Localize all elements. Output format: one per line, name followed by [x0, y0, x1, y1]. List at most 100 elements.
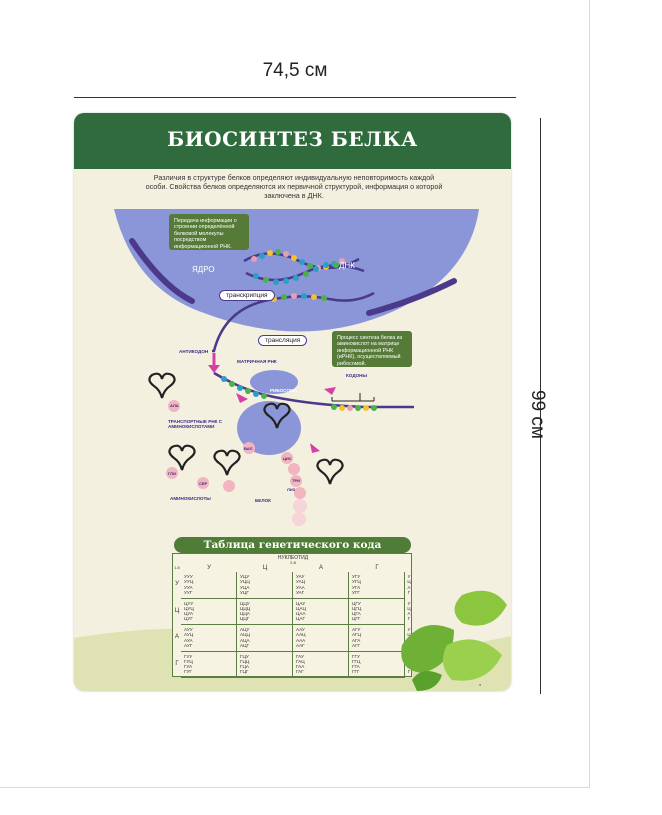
- table-cell: [293, 651, 349, 678]
- table-third-base: У: [407, 600, 411, 606]
- dna-label: ДНК: [339, 261, 355, 270]
- table-row-base: Ц: [174, 607, 180, 614]
- codon-list: ГГУ ГГЦ ГГА ГГГ: [352, 653, 361, 675]
- trna-label: ТРАНСПОРТНЫЕ РНК С АМИНОКИСЛОТАМИ: [168, 419, 223, 429]
- amino-acids-label: АМИНОКИСЛОТЫ: [170, 496, 211, 501]
- table-third-base: Г: [407, 589, 411, 595]
- table-cell: [237, 572, 293, 599]
- table-cell: [181, 651, 237, 678]
- nuclear-envelope: [366, 278, 457, 316]
- table-third-base: Ц: [407, 579, 411, 585]
- table-cell: [349, 598, 405, 625]
- protein-label: БЕЛОК: [255, 498, 271, 503]
- table-title: Таблица генетического кода: [174, 537, 411, 553]
- table-cell: [349, 625, 405, 652]
- amino-acid-tri: ТРИ: [292, 478, 300, 483]
- codon-list: ЦАУ ЦАЦ ЦАА ЦАГ: [296, 600, 306, 622]
- brand-mark: ●: [479, 683, 482, 687]
- codon-list: ГАУ ГАЦ ГАА ГАГ: [296, 653, 305, 675]
- table-column-header: Г: [375, 565, 379, 571]
- ribosome-label: РИБОСОМА: [270, 388, 298, 393]
- mrna-label: МАТРИЧНАЯ РНК: [237, 359, 277, 364]
- codon-list: АЦУ АЦЦ АЦА АЦГ: [240, 627, 250, 648]
- table-third-base: Ц: [407, 632, 411, 638]
- table-sub-header: 2-й: [290, 560, 296, 565]
- table-cell: [181, 598, 237, 625]
- amino-acid-ala: АЛА: [170, 403, 179, 408]
- codon-list: УАУ УАЦ УАА УАГ: [296, 574, 306, 595]
- codon-list: ЦУУ ЦУЦ ЦУА ЦУГ: [184, 600, 194, 622]
- codon-list: ГЦУ ГЦЦ ГЦА ГЦГ: [240, 653, 250, 675]
- table-column-header: А: [318, 565, 323, 571]
- table-third-base: Г: [407, 669, 411, 675]
- table-cell: [293, 572, 349, 599]
- mrna-exit-path: [212, 299, 265, 353]
- table-cell: [181, 572, 237, 599]
- poster-header: [74, 113, 511, 169]
- translation-label: трансляция: [258, 335, 308, 346]
- codon-bracket: [331, 393, 375, 402]
- width-dimension-label: 74,5 см: [262, 60, 328, 81]
- table-column-header: Ц: [262, 565, 268, 571]
- table-third-base: А: [407, 611, 411, 617]
- amino-acid-cis: ЦИС: [283, 456, 292, 461]
- table-third-base: Ц: [407, 605, 411, 611]
- mrna-nucleotides: [221, 376, 377, 411]
- ribosome-large: [250, 370, 298, 394]
- transcription-label: транскрипция: [219, 290, 275, 301]
- amino-acid-lyz: ЛИЗ: [287, 487, 296, 492]
- mrna-strand: [213, 371, 414, 409]
- table-cell: [237, 598, 293, 625]
- codon-list: УЦУ УЦЦ УЦА УЦГ: [240, 574, 250, 595]
- ribosome-small: [237, 401, 301, 455]
- table-cell: [237, 651, 293, 678]
- table-column-header: У: [207, 565, 211, 571]
- nuclear-envelope: [129, 238, 195, 304]
- nucleus-label: ЯДРО: [192, 265, 215, 274]
- trna-molecules: [148, 372, 344, 485]
- codon-list: ГУУ ГУЦ ГУА ГУГ: [184, 653, 193, 675]
- codon-list: ЦЦУ ЦЦЦ ЦЦА ЦЦГ: [240, 600, 251, 622]
- table-cell: [237, 625, 293, 652]
- table-cell: [349, 572, 405, 599]
- amino-acid-balls: [166, 400, 307, 526]
- table-cell: [181, 625, 237, 652]
- poster: БИОСИНТЕЗ БЕЛКА Различия в структуре бел…: [74, 113, 511, 691]
- height-dimension-line: [540, 118, 541, 694]
- dna-nucleotides: [251, 249, 345, 302]
- codon-list: УУУ УУЦ УУА УУГ: [184, 574, 194, 595]
- table-third-base: У: [407, 627, 411, 632]
- height-dimension-label: 99 см: [527, 390, 548, 439]
- leaves-decoration: [401, 590, 507, 691]
- table-third-base: У: [407, 574, 411, 579]
- table-cell: [293, 598, 349, 625]
- translation-callout: Процесс синтеза белка из аминокислот на …: [332, 331, 412, 367]
- arrow-head: [208, 365, 220, 373]
- amino-acid-val: ВАЛ: [244, 446, 253, 451]
- width-dimension-line: [74, 97, 516, 98]
- codon-list: УГУ УГЦ УГА УГГ: [352, 574, 361, 595]
- table-cell: [349, 651, 405, 678]
- product-frame: 74,5 см 99 см БИОСИНТЕЗ БЕЛКА Различия в…: [0, 0, 590, 788]
- process-arrows: [236, 387, 336, 453]
- amino-acid-gli: ГЛИ: [168, 471, 176, 476]
- intro-text: Различия в структуре белков определяют и…: [145, 173, 443, 200]
- table-third-base: А: [407, 584, 411, 590]
- table-row-base: У: [175, 581, 179, 588]
- table-header: НУКЛЕОТИД: [277, 555, 309, 561]
- codons-label: КОДОНЫ: [346, 373, 367, 378]
- amino-acid-ser: СЕР: [199, 481, 208, 486]
- table-third-base: Г: [407, 616, 411, 622]
- table-first-label: 1-й: [174, 566, 180, 570]
- anticodon-label: АНТИКОДОН: [179, 349, 209, 354]
- transcription-callout: Передача информации о строении определён…: [169, 214, 249, 250]
- codon-list: АУУ АУЦ АУА АУГ: [184, 627, 194, 648]
- table-row-base: А: [174, 634, 179, 641]
- codon-list: ААУ ААЦ ААА ААГ: [296, 627, 306, 648]
- poster-title: БИОСИНТЕЗ БЕЛКА: [167, 127, 418, 151]
- codon-list: АГУ АГЦ АГА АГГ: [352, 627, 361, 648]
- codon-list: ЦГУ ЦГЦ ЦГА ЦГГ: [352, 600, 362, 622]
- table-row-base: Г: [175, 660, 179, 667]
- table-cell: [293, 625, 349, 652]
